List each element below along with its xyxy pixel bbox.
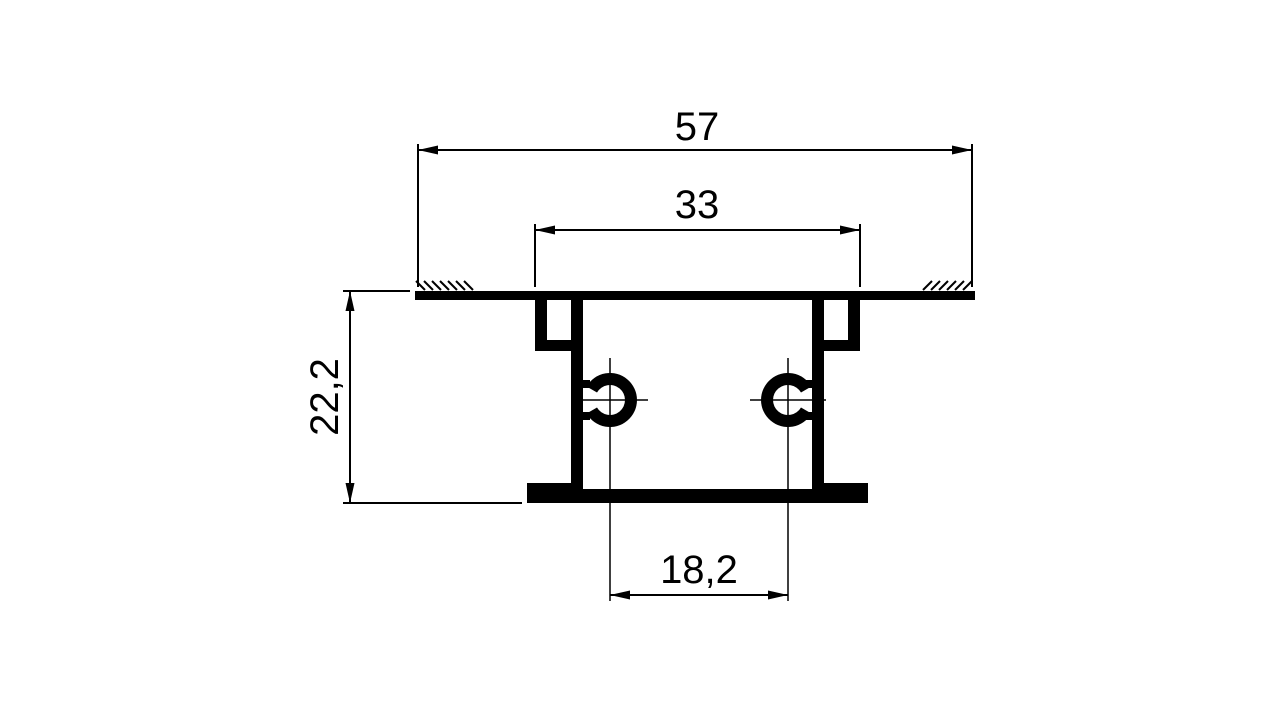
bottom-base xyxy=(527,483,868,503)
top-flange xyxy=(415,291,975,300)
left-leg xyxy=(535,300,583,492)
dim-label-boss-spacing: 18,2 xyxy=(660,548,738,592)
dimension-hook-span: 33 xyxy=(534,183,861,287)
centerlines xyxy=(572,358,826,601)
left-main-wall xyxy=(571,300,583,492)
base-plate xyxy=(535,489,860,503)
left-hook-bridge xyxy=(535,340,583,351)
dim-label-hook-span: 33 xyxy=(675,183,720,227)
arrowhead-right-icon xyxy=(840,225,860,235)
right-screw-boss-ring xyxy=(761,373,812,427)
right-main-wall xyxy=(812,300,824,492)
arrowhead-left-icon xyxy=(610,590,630,600)
right-leg xyxy=(812,300,860,492)
right-screw-boss xyxy=(761,373,815,427)
right-hook-wall xyxy=(848,300,860,351)
dim-label-overall-width: 57 xyxy=(675,105,720,149)
left-screw-boss xyxy=(580,372,637,427)
arrowhead-right-icon xyxy=(768,590,788,600)
base-foot-right xyxy=(812,483,868,503)
arrowhead-down-icon xyxy=(345,483,355,503)
dimension-overall-height: 22,2 xyxy=(303,290,522,504)
right-hook-bridge xyxy=(812,340,860,351)
arrowhead-left-icon xyxy=(418,145,438,155)
flange-end-hatch-right xyxy=(922,280,973,291)
dimension-boss-spacing: 18,2 xyxy=(610,548,788,600)
left-hook-wall xyxy=(535,300,547,351)
flange-end-hatch-left xyxy=(415,280,474,291)
base-foot-left xyxy=(527,483,583,503)
left-screw-boss-ring xyxy=(586,372,637,427)
dim-label-overall-height: 22,2 xyxy=(303,358,347,436)
arrowhead-right-icon xyxy=(952,145,972,155)
arrowhead-left-icon xyxy=(535,225,555,235)
arrowhead-up-icon xyxy=(345,291,355,311)
dimension-overall-width: 57 xyxy=(417,105,973,287)
profile-cross-section xyxy=(415,280,975,601)
